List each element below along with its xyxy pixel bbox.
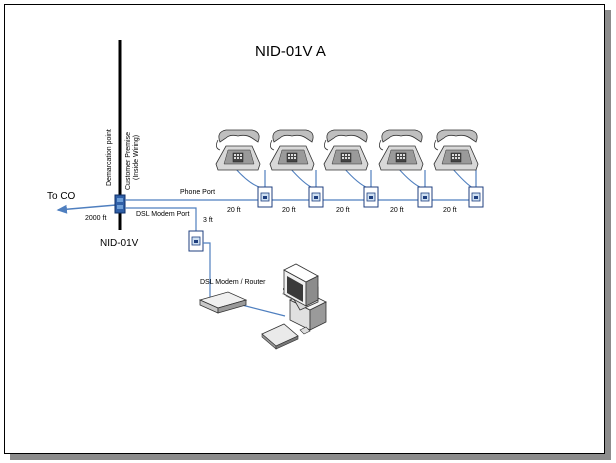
nid-label: NID-01V (100, 238, 139, 249)
phone-jack-icon (257, 186, 273, 208)
telephone-icon (215, 129, 261, 171)
telephone-icon (433, 129, 479, 171)
segment-length: 20 ft (336, 207, 350, 214)
nid-box-icon (114, 194, 126, 214)
inside-wiring-label: (Inside Wiring) (133, 135, 140, 180)
phone-station-3: 20 ft (323, 129, 379, 214)
nid-box-detail (117, 205, 123, 209)
phone-station-5: 20 ft (433, 129, 484, 214)
demarcation-label: Demarcation point (106, 129, 113, 186)
dsl-modem-wire (125, 207, 197, 232)
modem-cable (203, 242, 221, 303)
computer-icon (261, 263, 327, 350)
modem-router-label: DSL Modem / Router (200, 279, 266, 286)
co-wire (56, 204, 117, 214)
modem-jack-icon (188, 230, 204, 252)
segment-length: 20 ft (282, 207, 296, 214)
co-distance-label: 2000 ft (85, 215, 106, 222)
segment-length: 20 ft (227, 207, 241, 214)
modem-to-pc-cable (237, 303, 286, 317)
customer-premise-label: Customer Premise (125, 132, 132, 190)
phone-station-4: 20 ft (378, 129, 433, 214)
nid-box-detail (117, 198, 123, 202)
diagram-title: NID-01V A (255, 43, 326, 60)
telephone-icon (378, 129, 424, 171)
segment-length: 20 ft (443, 207, 457, 214)
phone-jack-icon (417, 186, 433, 208)
dsl-modem-port-label: DSL Modem Port (136, 211, 189, 218)
to-co-label: To CO (47, 191, 76, 202)
phone-jack-icon (308, 186, 324, 208)
phone-port-label: Phone Port (180, 189, 215, 196)
page (4, 4, 605, 454)
phone-station-2: 20 ft (269, 129, 324, 214)
phone-jack-icon (363, 186, 379, 208)
phone-station-1: 20 ft (215, 129, 273, 214)
telephone-icon (323, 129, 369, 171)
modem-distance-label: 3 ft (203, 217, 213, 224)
segment-length: 20 ft (390, 207, 404, 214)
telephone-icon (269, 129, 315, 171)
dsl-modem-icon (198, 291, 248, 314)
phone-jack-icon (468, 186, 484, 208)
